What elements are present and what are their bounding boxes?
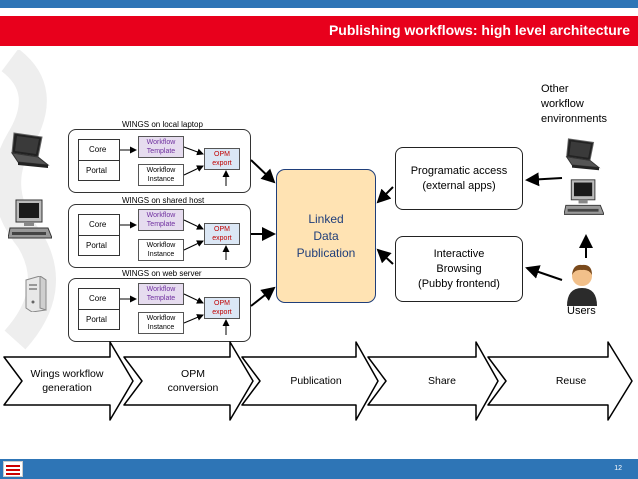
workflow-template-box: Workflow Template — [138, 136, 184, 158]
divider — [78, 235, 120, 236]
divider — [78, 309, 120, 310]
slide-title: Publishing workflows: high level archite… — [328, 22, 630, 38]
top-blue-bar — [0, 0, 638, 8]
wings-box-title: WINGS on web server — [122, 269, 202, 278]
pipeline-step-reuse: Reuse — [555, 375, 587, 387]
bottom-blue-bar — [0, 459, 638, 479]
user-icon — [567, 264, 597, 306]
pipeline-arrows — [3, 341, 633, 421]
slide-number: 12 — [614, 465, 622, 472]
programatic-access-box: Programatic access (external apps) — [395, 147, 523, 210]
wings-box-title: WINGS on shared host — [122, 196, 205, 205]
institution-logo — [3, 461, 23, 477]
core-label: Core — [89, 220, 107, 229]
pipeline-step-share: Share — [427, 375, 457, 387]
interactive-browsing-box: Interactive Browsing (Pubby frontend) — [395, 236, 523, 302]
portal-label: Portal — [86, 241, 107, 250]
portal-label: Portal — [86, 166, 107, 175]
workflow-template-box: Workflow Template — [138, 209, 184, 231]
divider — [78, 160, 120, 161]
portal-label: Portal — [86, 315, 107, 324]
workflow-instance-box: Workflow Instance — [138, 164, 184, 186]
workflow-instance-box: Workflow Instance — [138, 312, 184, 334]
other-workflow-environments-label: Other workflow environments — [541, 83, 608, 125]
linked-data-publication-box: Linked Data Publication — [276, 169, 376, 303]
opm-export-box: OPM export — [204, 223, 240, 245]
opm-export-box: OPM export — [204, 297, 240, 319]
desktop-computer-icon — [8, 199, 52, 239]
core-label: Core — [89, 294, 107, 303]
laptop-icon — [10, 132, 50, 168]
opm-export-box: OPM export — [204, 148, 240, 170]
pipeline-step-opm-conversion: OPM conversion — [167, 368, 219, 394]
laptop-icon — [565, 138, 601, 171]
workflow-template-box: Workflow Template — [138, 283, 184, 305]
users-label: Users — [567, 305, 596, 317]
pipeline-step-wings-generation: Wings workflow generation — [30, 368, 104, 394]
pipeline-step-publication: Publication — [290, 375, 342, 387]
desktop-computer-icon — [564, 179, 604, 215]
core-label: Core — [89, 145, 107, 154]
workflow-instance-box: Workflow Instance — [138, 239, 184, 261]
title-bar — [0, 16, 638, 46]
server-icon — [25, 276, 47, 312]
wings-box-title: WINGS on local laptop — [122, 120, 203, 129]
